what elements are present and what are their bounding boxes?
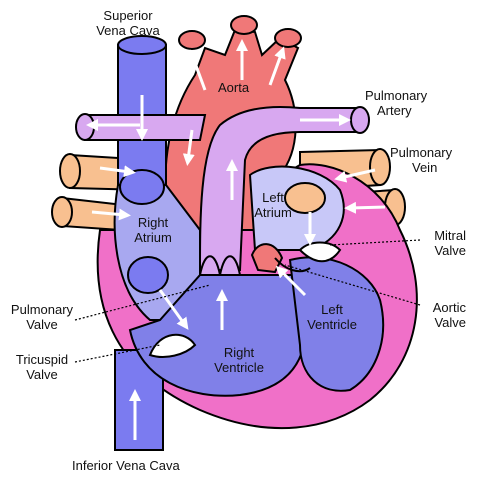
left-ventricle-line1: Left <box>321 302 343 317</box>
right-atrium-line1: Right <box>137 215 169 230</box>
pulmonary-valve-label: Pulmonary Valve <box>2 302 82 332</box>
mitral-valve-line2: Valve <box>434 243 466 258</box>
left-ventricle-line2: Ventricle <box>307 317 357 332</box>
superior-vena-cava-label: Superior Vena Cava <box>88 8 168 38</box>
right-atrium-label: Right Atrium <box>125 215 181 245</box>
right-atrium-line2: Atrium <box>134 230 172 245</box>
pulmonary-vein-line1: Pulmonary <box>390 145 453 160</box>
aortic-valve-label: Aortic Valve <box>410 300 466 330</box>
pulmonary-vein-opening <box>284 182 326 214</box>
ivc-opening <box>127 256 169 294</box>
right-ventricle-label: Right Ventricle <box>204 345 274 375</box>
pulmonary-artery-label: Pulmonary Artery <box>365 88 427 118</box>
flow-arrows <box>86 39 386 440</box>
pulmonary-artery-line2: Artery <box>377 103 412 118</box>
inferior-vena-cava-label: Inferior Vena Cava <box>72 458 180 473</box>
left-ventricle-label: Left Ventricle <box>300 302 364 332</box>
left-ventricle <box>288 256 385 392</box>
aortic-valve-line1: Aortic <box>432 300 466 315</box>
aorta-label: Aorta <box>218 80 250 95</box>
superior-vena-cava-line1: Superior <box>103 8 153 23</box>
svc-opening <box>119 169 165 205</box>
leader-lines <box>74 239 421 363</box>
left-atrium-line1: Left <box>262 190 284 205</box>
left-atrium-label: Left Atrium <box>245 190 301 220</box>
pulmonary-valve-line1: Pulmonary <box>10 302 74 317</box>
aortic-valve-line2: Valve <box>434 315 466 330</box>
pulmonary-vein-label: Pulmonary Vein <box>390 145 452 175</box>
right-ventricle-line1: Right <box>223 345 255 360</box>
tricuspid-valve-line2: Valve <box>26 367 58 382</box>
pulmonary-artery-line1: Pulmonary <box>365 88 428 103</box>
pulmonary-valve-line2: Valve <box>26 317 58 332</box>
pulmonary-vein-line2: Vein <box>412 160 438 175</box>
mitral-valve-line1: Mitral <box>434 228 466 243</box>
left-atrium-line2: Atrium <box>254 205 292 220</box>
mitral-valve-label: Mitral Valve <box>410 228 466 258</box>
right-ventricle-line2: Ventricle <box>214 360 264 375</box>
tricuspid-valve-label: Tricuspid Valve <box>2 352 82 382</box>
pulmonary-artery <box>75 105 370 271</box>
superior-vena-cava-line2: Vena Cava <box>96 23 160 38</box>
tricuspid-valve-line1: Tricuspid <box>15 352 69 367</box>
